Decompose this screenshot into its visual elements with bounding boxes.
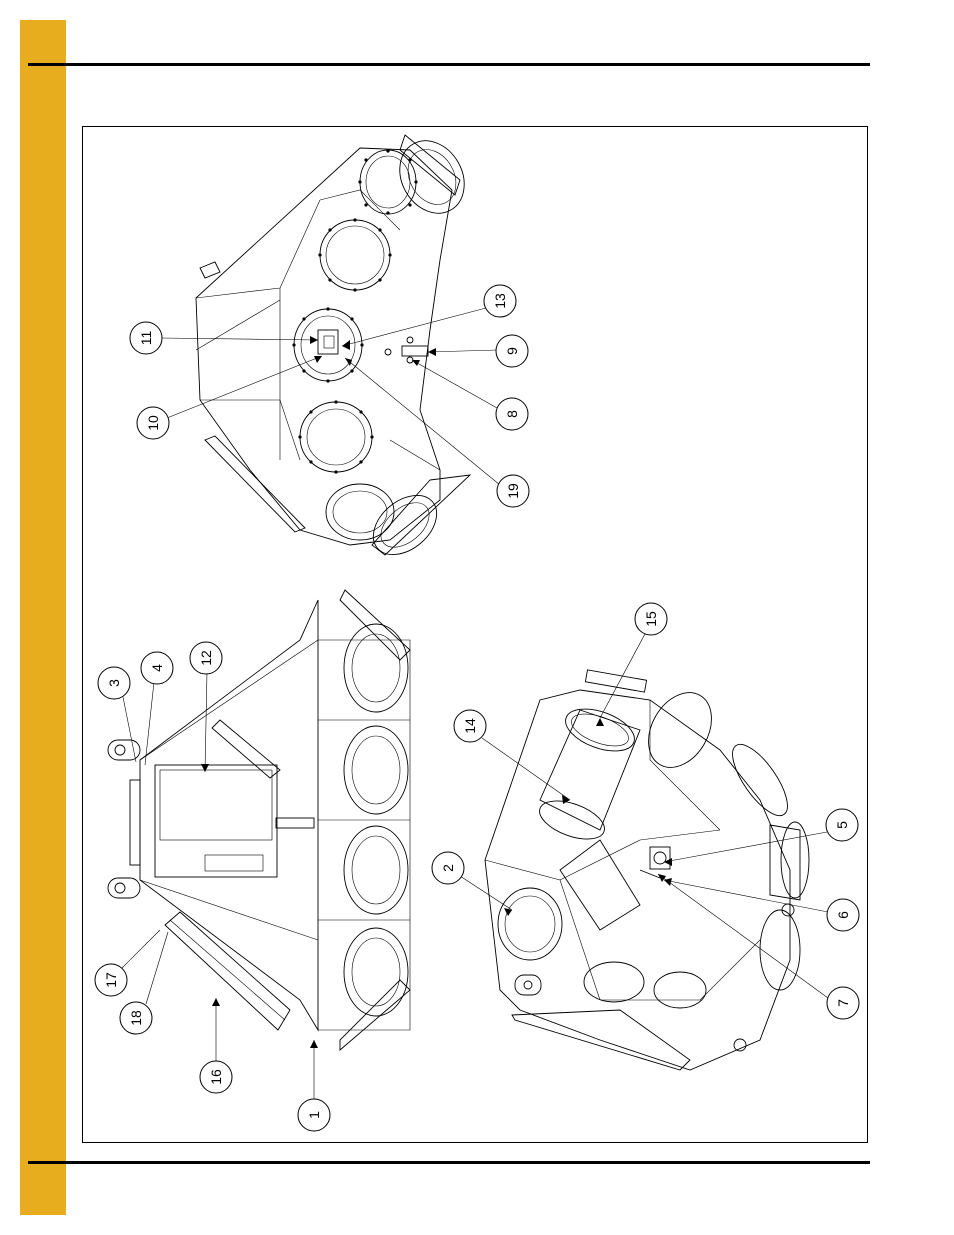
callout-3: 3	[98, 667, 130, 699]
svg-text:1: 1	[306, 1111, 322, 1119]
svg-text:10: 10	[145, 415, 161, 431]
svg-text:7: 7	[835, 999, 851, 1007]
leader-lines	[122, 308, 828, 1101]
callout-17: 17	[95, 964, 127, 996]
callout-19: 19	[497, 475, 529, 507]
svg-text:2: 2	[440, 864, 456, 872]
svg-text:17: 17	[103, 972, 119, 988]
svg-text:15: 15	[643, 611, 659, 627]
svg-text:5: 5	[834, 821, 850, 829]
svg-text:16: 16	[208, 1069, 224, 1085]
callout-1: 1	[298, 1099, 330, 1131]
callout-9: 9	[496, 335, 528, 367]
callout-11: 11	[130, 322, 162, 354]
callout-13: 13	[484, 285, 516, 317]
svg-text:19: 19	[505, 483, 521, 499]
svg-text:18: 18	[128, 1010, 144, 1026]
callout-4: 4	[141, 652, 173, 684]
callout-15: 15	[635, 603, 667, 635]
callout-18: 18	[120, 1002, 152, 1034]
svg-text:3: 3	[106, 679, 122, 687]
callout-2: 2	[432, 852, 464, 884]
svg-text:9: 9	[504, 347, 520, 355]
isometric-distributor-view	[485, 670, 809, 1070]
callout-14: 14	[454, 710, 486, 742]
callout-6: 6	[827, 899, 859, 931]
callout-12: 12	[190, 642, 222, 674]
callout-16: 16	[200, 1061, 232, 1093]
leader-arrowheads	[201, 336, 672, 1048]
callout-8: 8	[496, 398, 528, 430]
callout-5: 5	[826, 809, 858, 841]
svg-text:4: 4	[149, 664, 165, 672]
svg-text:14: 14	[462, 718, 478, 734]
svg-text:12: 12	[198, 650, 214, 666]
callout-7: 7	[827, 987, 859, 1019]
upper-distributor-view	[196, 129, 477, 566]
svg-text:6: 6	[835, 911, 851, 919]
svg-text:11: 11	[138, 331, 154, 346]
svg-text:13: 13	[492, 293, 508, 309]
svg-text:8: 8	[504, 410, 520, 418]
callout-10: 10	[137, 407, 169, 439]
